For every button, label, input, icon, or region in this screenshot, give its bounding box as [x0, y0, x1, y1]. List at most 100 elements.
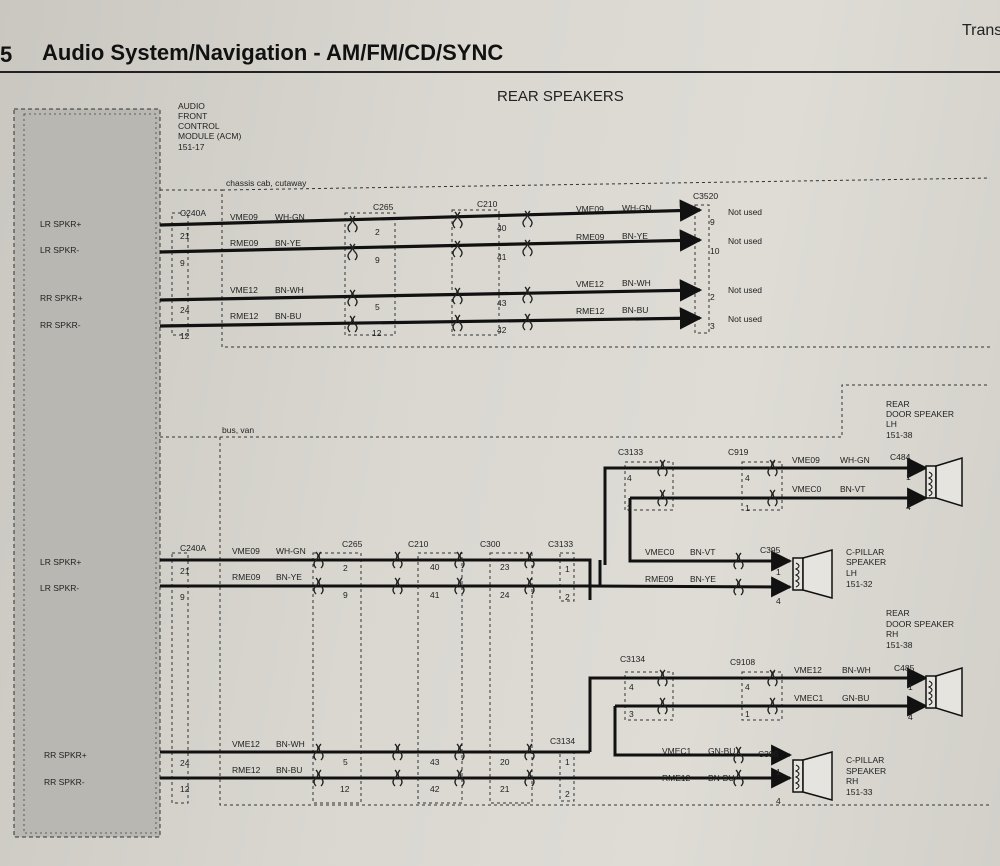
connector-label: C240A — [180, 208, 206, 218]
module-pin-lr-neg: LR SPKR- — [40, 583, 79, 593]
connector-label: C3134 — [620, 654, 645, 664]
pin-number: 41 — [430, 590, 440, 600]
speaker-c-pillar-rh: C-PILLAR SPEAKER RH 151-33 — [792, 751, 886, 801]
pin-number: 1 — [906, 472, 911, 482]
speaker-label-line: DOOR SPEAKER — [886, 619, 954, 629]
pin-number: 1 — [908, 682, 913, 692]
pin-number: 1 — [565, 564, 570, 574]
module-label-line: AUDIO — [178, 101, 205, 111]
connector-label: C265 — [373, 202, 394, 212]
wire-color-label: BN-WH — [275, 285, 304, 295]
speaker-label-line: RH — [886, 629, 898, 639]
pin-number: 4 — [908, 712, 913, 722]
module-label-line: 151-17 — [178, 142, 205, 152]
pin-number: 43 — [497, 298, 507, 308]
chassis-wiring: C240A C265 C210 C3520 VME09 WH-GN VME09 … — [159, 191, 762, 341]
pin-number: 20 — [500, 757, 510, 767]
pin-number: 9 — [180, 258, 185, 268]
header-rule — [0, 71, 1000, 73]
pin-number: 2 — [343, 563, 348, 573]
connector-label: C3520 — [693, 191, 718, 201]
pin-number: 21 — [180, 231, 190, 241]
module-label-line: FRONT — [178, 111, 207, 121]
page-title: Audio System/Navigation - AM/FM/CD/SYNC — [42, 40, 504, 65]
speaker-label-line: REAR — [886, 608, 910, 618]
connector-label: C300 — [480, 539, 501, 549]
wire-color-label: BN-WH — [842, 665, 871, 675]
wire-color-label: BN-WH — [276, 739, 305, 749]
pin-number: 4 — [627, 473, 632, 483]
connector-label: C3133 — [618, 447, 643, 457]
connector-label: C9108 — [730, 657, 755, 667]
not-used-note: Not used — [728, 236, 762, 246]
module-pin-lr-pos: LR SPKR+ — [40, 219, 81, 229]
pin-number: 9 — [180, 592, 185, 602]
not-used-note: Not used — [728, 285, 762, 295]
not-used-note: Not used — [728, 314, 762, 324]
pin-number: 4 — [776, 796, 781, 806]
circuit-label: RME09 — [232, 572, 261, 582]
wire-color-label: BN-YE — [275, 238, 301, 248]
bus-wiring: C240A C265 C210 C300 C3133 C3133 C919 C4… — [160, 447, 929, 806]
variant-label-bus: bus, van — [222, 425, 254, 435]
circuit-label: VMEC1 — [794, 693, 824, 703]
module-pin-lr-pos: LR SPKR+ — [40, 557, 81, 567]
variant-label-chassis: chassis cab, cutaway — [226, 178, 307, 188]
module-pin-rr-pos: RR SPKR+ — [44, 750, 87, 760]
circuit-label: VME09 — [792, 455, 820, 465]
pin-number: 1 — [745, 503, 750, 513]
connector-label: C3133 — [548, 539, 573, 549]
connector-label: C485 — [894, 663, 915, 673]
variant-chassis-outline: chassis cab, cutaway — [160, 177, 991, 348]
pin-number: 3 — [627, 503, 632, 513]
diagram-title: REAR SPEAKERS — [497, 88, 624, 105]
pin-number: 42 — [497, 325, 507, 335]
circuit-label: RME09 — [645, 574, 674, 584]
speaker-label-line: 151-38 — [886, 430, 913, 440]
speaker-label-line: LH — [846, 568, 857, 578]
circuit-label: RME09 — [576, 232, 605, 242]
audio-module-acm: AUDIO FRONT CONTROL MODULE (ACM) 151-17 — [13, 101, 241, 838]
circuit-label: RME12 — [230, 311, 259, 321]
speaker-rear-door-rh: REAR DOOR SPEAKER RH 151-38 — [886, 608, 963, 718]
connector-label: C396 — [758, 749, 779, 759]
pin-number: 41 — [497, 252, 507, 262]
speaker-label-line: 151-32 — [846, 579, 873, 589]
speaker-label-line: 151-33 — [846, 787, 873, 797]
wire-color-label: BN-VT — [690, 547, 716, 557]
wire-color-label: BN-WH — [622, 278, 651, 288]
speaker-label-line: 151-38 — [886, 640, 913, 650]
pin-number: 2 — [710, 292, 715, 302]
connector-label: C484 — [890, 452, 911, 462]
connector-label: C210 — [477, 199, 498, 209]
speaker-label-line: REAR — [886, 399, 910, 409]
pin-number: 42 — [430, 784, 440, 794]
pin-number: 12 — [180, 784, 190, 794]
module-pin-lr-neg: LR SPKR- — [40, 245, 79, 255]
pin-number: 24 — [180, 305, 190, 315]
wire-color-label: BN-YE — [276, 572, 302, 582]
connector-label: C210 — [408, 539, 429, 549]
circuit-label: VME12 — [230, 285, 258, 295]
pin-number: 1 — [776, 767, 781, 777]
pin-number: 40 — [430, 562, 440, 572]
speaker-label-line: SPEAKER — [846, 557, 886, 567]
wire-color-label: BN-BU — [622, 305, 648, 315]
connector-label: C265 — [342, 539, 363, 549]
speaker-c-pillar-lh: C-PILLAR SPEAKER LH 151-32 — [792, 547, 886, 599]
module-label-line: MODULE (ACM) — [178, 131, 241, 141]
speaker-label-line: DOOR SPEAKER — [886, 409, 954, 419]
wire-color-label: GN-BU — [708, 746, 735, 756]
connector-label: C240A — [180, 543, 206, 553]
connector-label: C395 — [760, 545, 781, 555]
speaker-rear-door-lh: REAR DOOR SPEAKER LH 151-38 — [886, 399, 963, 508]
section-tab-label: Trans — [962, 22, 1000, 39]
speaker-label-line: SPEAKER — [846, 766, 886, 776]
module-pin-rr-neg: RR SPKR- — [44, 777, 85, 787]
speaker-label-line: C-PILLAR — [846, 755, 884, 765]
pin-number: 12 — [372, 328, 382, 338]
pin-number: 9 — [375, 255, 380, 265]
wire-color-label: WH-GN — [840, 455, 870, 465]
module-pin-rr-neg: RR SPKR- — [40, 320, 81, 330]
